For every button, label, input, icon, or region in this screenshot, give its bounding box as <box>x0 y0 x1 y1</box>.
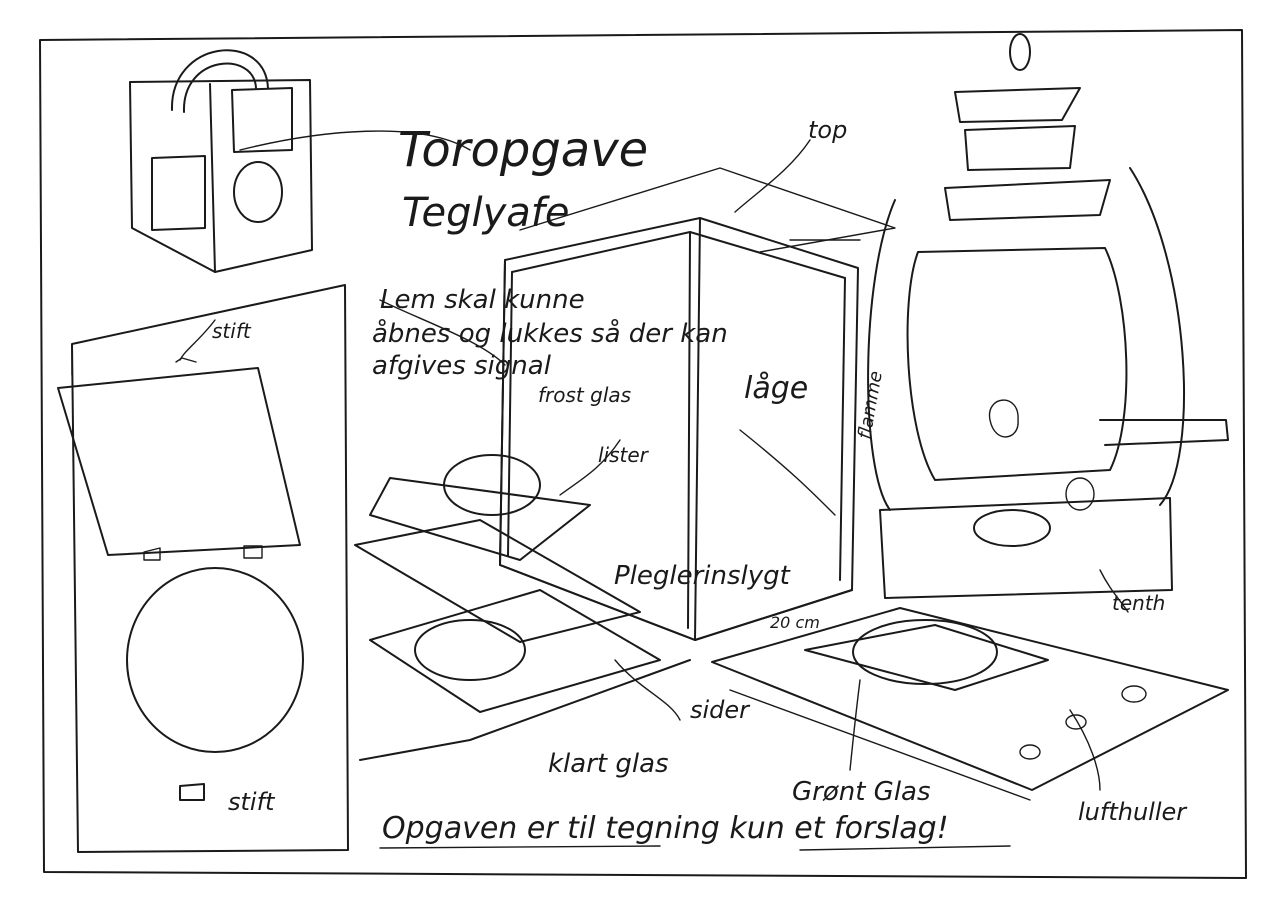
glass-plates-sketch <box>354 454 1229 801</box>
label-frostglas: frost glas <box>538 383 631 407</box>
footer-note: Opgaven er til tegning kun et forslag! <box>382 811 949 846</box>
handwritten-text: Toropgave Teglyafe Lem skal kunne åbnes … <box>212 116 1188 851</box>
note-line-1: Lem skal kunne <box>380 285 585 315</box>
title-line-2: Teglyafe <box>402 190 569 236</box>
label-lister: lister <box>598 443 650 467</box>
label-groent-glas: Grønt Glas <box>792 777 931 807</box>
label-tenth: tenth <box>1112 591 1165 615</box>
label-sider: sider <box>690 696 751 724</box>
label-laage: låge <box>744 371 808 406</box>
page-frame <box>39 29 1247 879</box>
label-stift-bottom: stift <box>228 788 276 816</box>
label-stift-top: stift <box>212 319 252 343</box>
label-dim: 20 cm <box>770 613 820 632</box>
label-top: top <box>808 116 847 144</box>
hurricane-lantern-sketch <box>867 33 1229 599</box>
label-klartglas: klart glas <box>548 749 669 779</box>
door-panel-sketch <box>57 284 349 853</box>
lantern-box-sketch <box>129 49 313 273</box>
label-lufthuller: lufthuller <box>1078 798 1188 826</box>
title-line-1: Toropgave <box>398 122 648 178</box>
label-pleglerindsigt: Pleglerinslygt <box>614 561 791 591</box>
note-line-2: åbnes og lukkes så der kan <box>372 318 728 349</box>
leader-lines <box>179 130 1129 791</box>
label-flamme: flamme <box>854 369 887 440</box>
note-line-3: afgives signal <box>372 351 552 381</box>
